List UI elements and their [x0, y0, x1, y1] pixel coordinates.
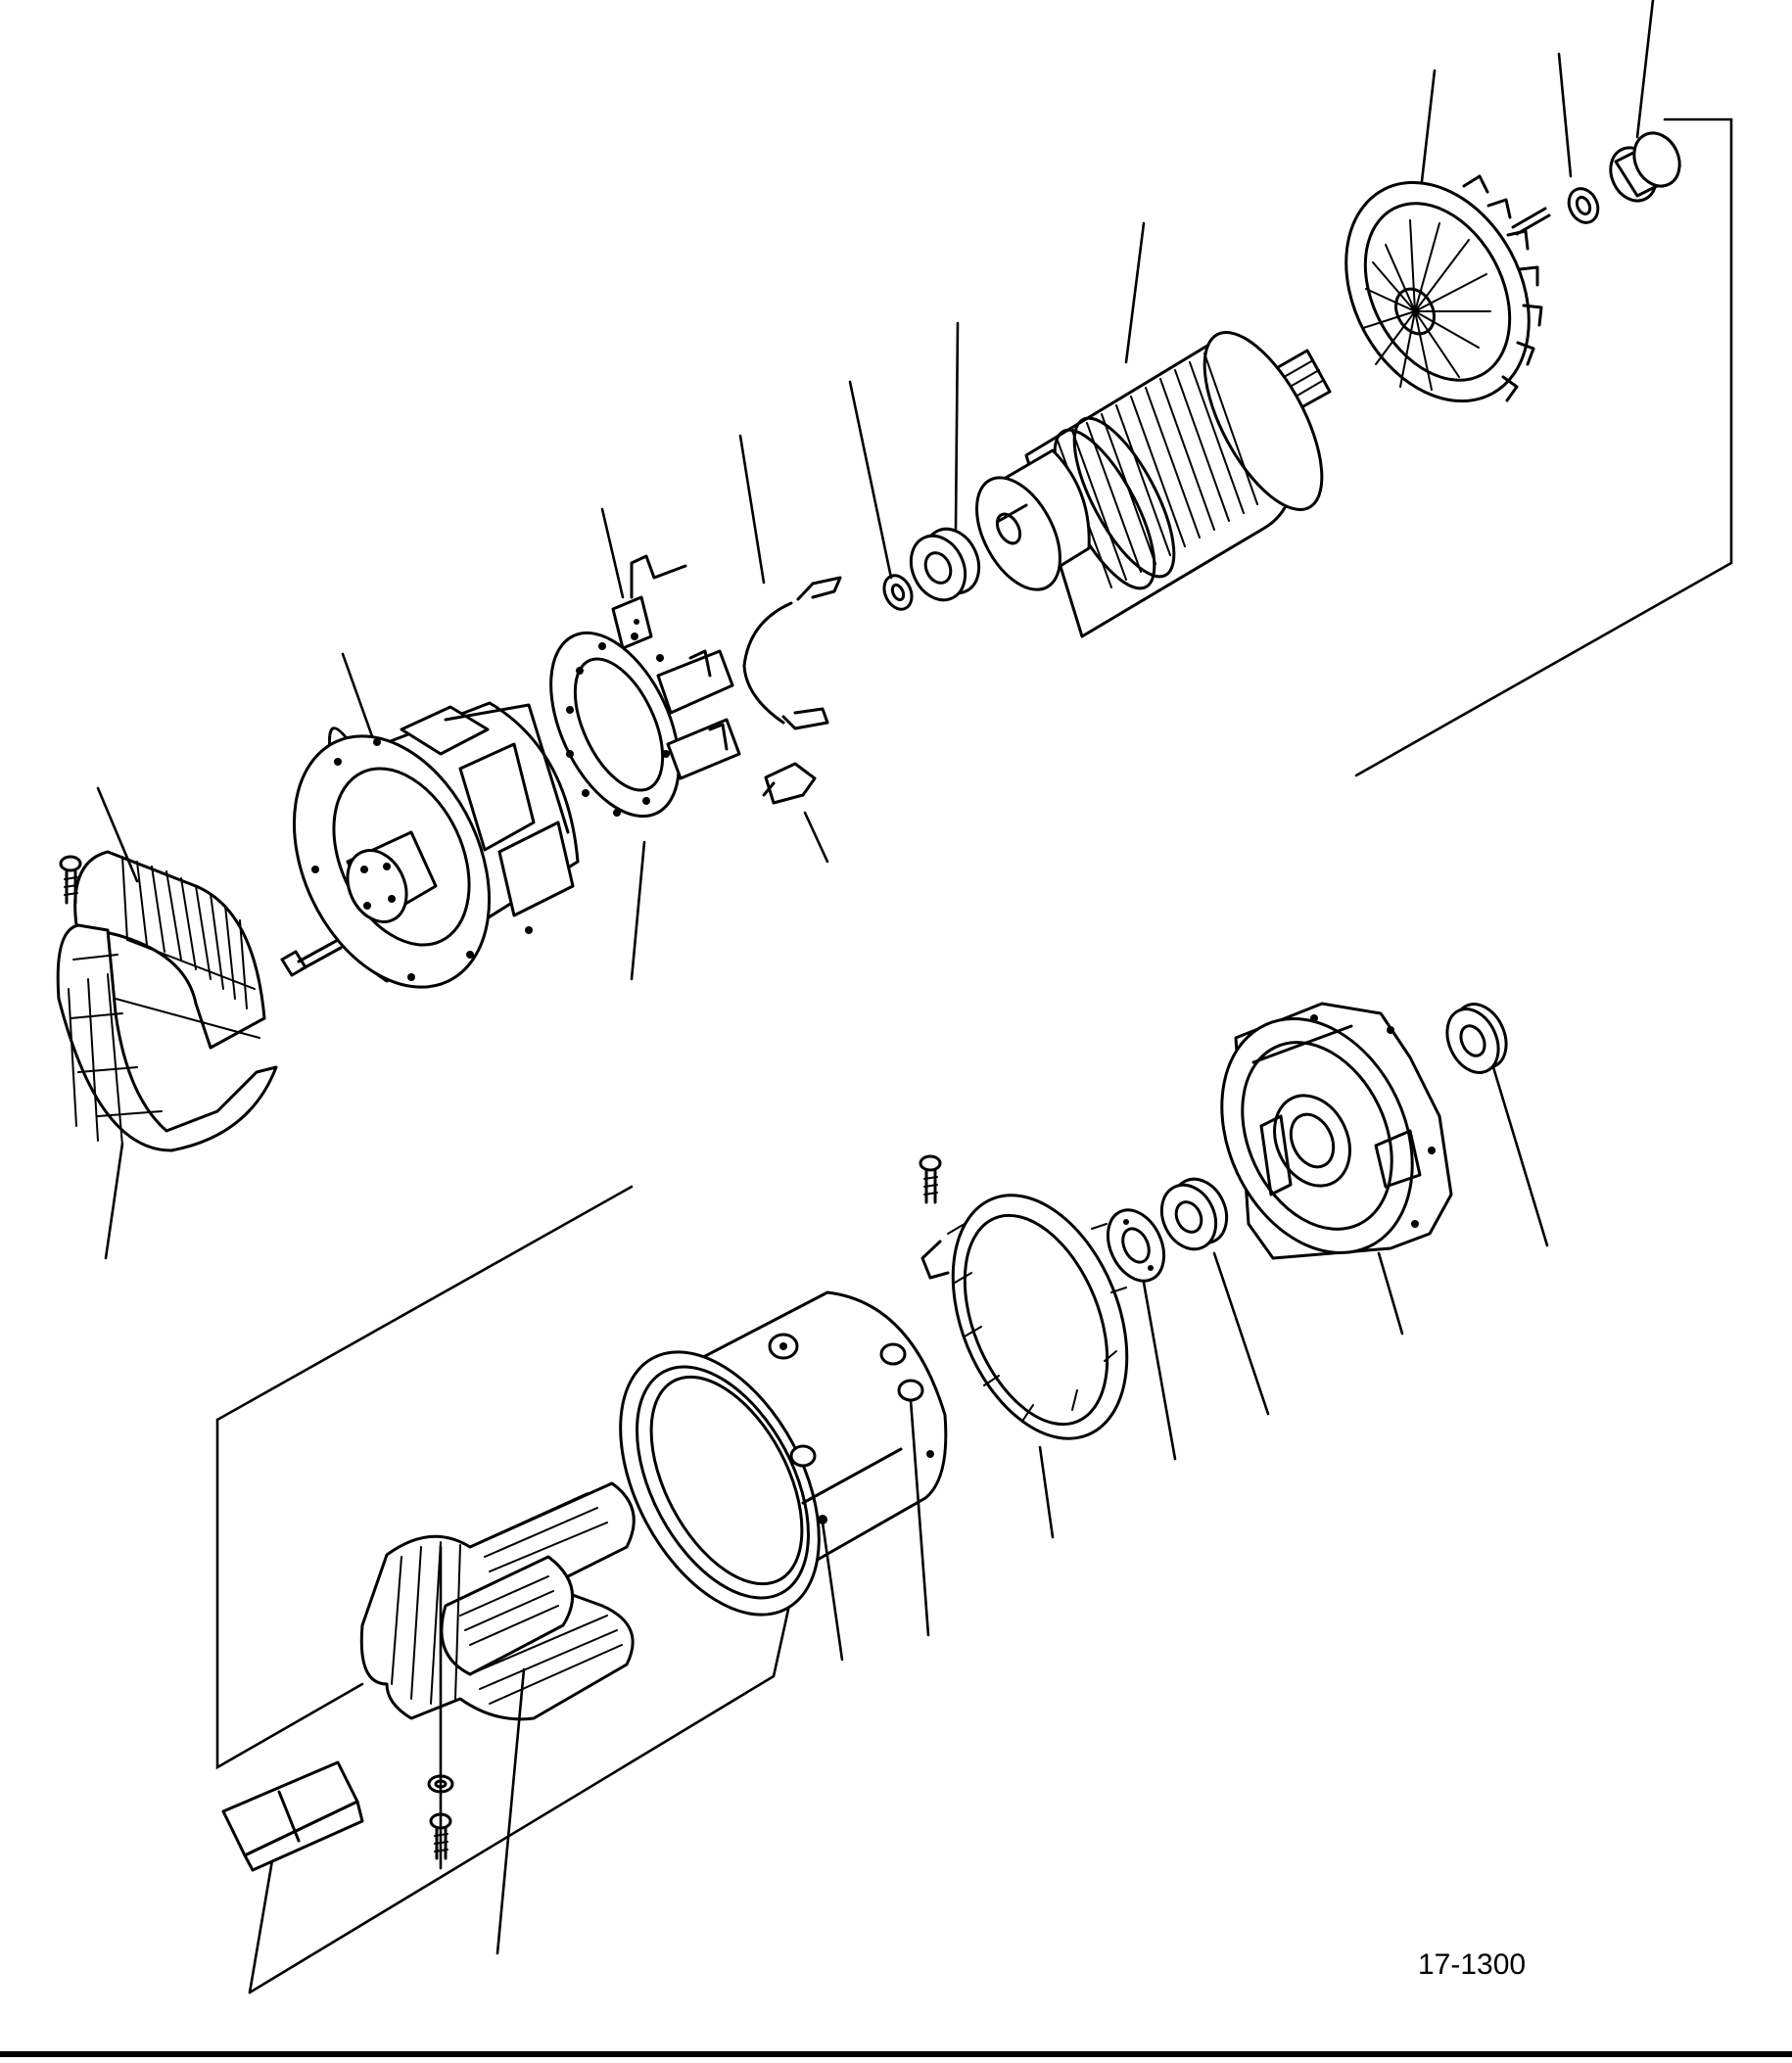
hex-bolt: [280, 938, 343, 977]
cover-band-screw: [919, 1154, 942, 1204]
assembly-bracket-lower: [215, 1185, 634, 1770]
assembly-bracket-upper: [1354, 117, 1733, 777]
brush-holder-terminal: [611, 554, 687, 650]
terminal-block: [221, 1760, 364, 1872]
carbon-brush: [762, 762, 817, 805]
band-screw: [59, 855, 82, 905]
inspection-band: [56, 850, 278, 1152]
bushing: [1609, 131, 1681, 203]
snap-ring: [1567, 187, 1600, 224]
figure-label: 17-1300: [1418, 1948, 1527, 1981]
brush-spring: [742, 576, 842, 730]
bottom-rule: [0, 2051, 1792, 2057]
armature: [975, 331, 1332, 638]
callout-leaders: [96, 0, 1655, 1955]
bearing-upper: [909, 527, 981, 602]
key-pin: [1511, 207, 1547, 229]
end-housing-commutator: [292, 701, 580, 989]
washer-upper: [882, 574, 914, 611]
cover-band: [920, 1194, 1129, 1440]
brush-plate: [549, 631, 741, 819]
field-coils: [359, 1481, 636, 1721]
end-housing-drive: [1220, 1002, 1453, 1260]
bracket-bottom-left: [248, 1858, 274, 1994]
motor-frame: [619, 1290, 948, 1617]
bearing-lower: [1159, 1177, 1229, 1251]
assembly-bracket-bottom: [248, 1576, 797, 1994]
cooling-fan: [1344, 174, 1543, 403]
bearing-drive-end: [1445, 1003, 1508, 1074]
bearing-retainer: [1106, 1208, 1166, 1283]
